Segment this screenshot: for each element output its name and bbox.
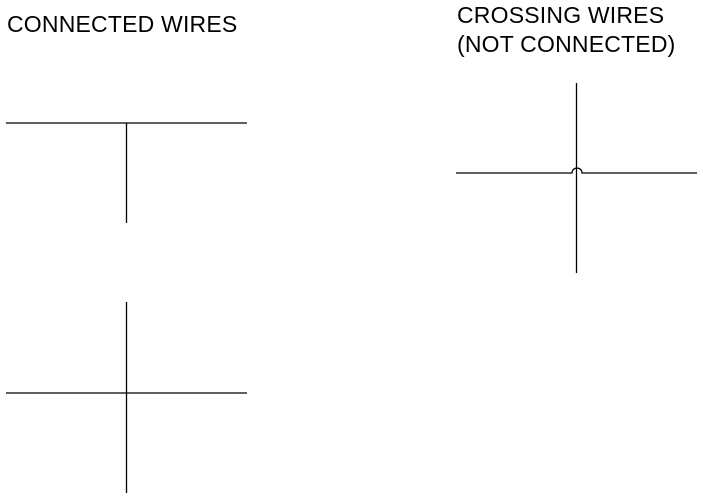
- cross-junction-symbol: [6, 302, 247, 493]
- t-junction-symbol: [6, 122, 247, 223]
- crossing-horizontal-wire-with-hop: [456, 167, 697, 174]
- crossing-wires-symbol: [456, 83, 697, 273]
- crossing-wires-title-line2: (NOT CONNECTED): [457, 31, 676, 57]
- crossing-wires-title: CROSSING WIRES (NOT CONNECTED): [457, 1, 676, 59]
- crossing-wires-title-line1: CROSSING WIRES: [457, 2, 665, 28]
- connected-wires-title: CONNECTED WIRES: [7, 11, 238, 37]
